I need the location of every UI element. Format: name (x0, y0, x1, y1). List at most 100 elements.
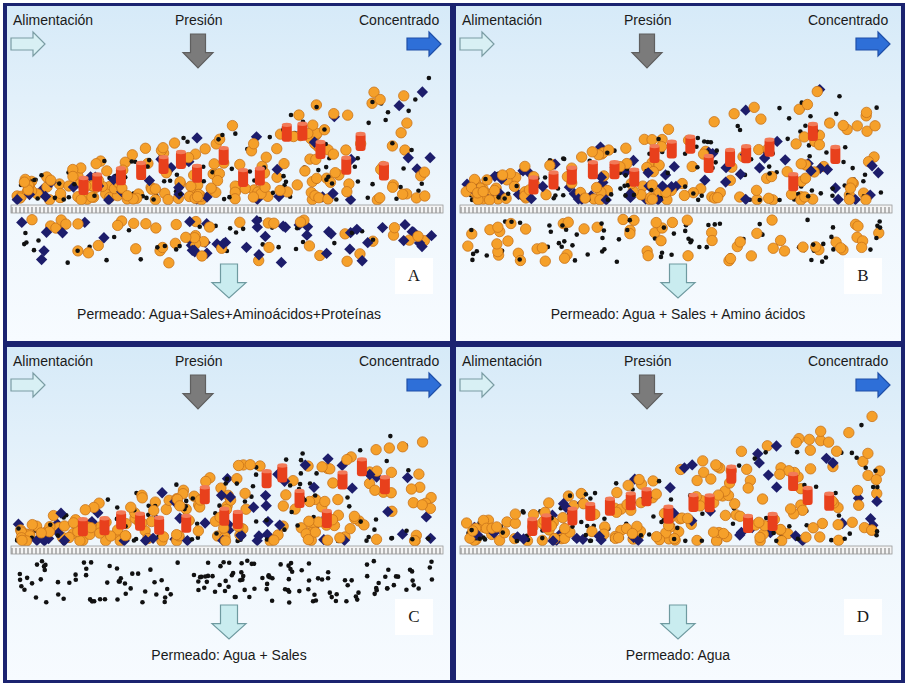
salt (376, 581, 381, 586)
salt (385, 586, 390, 591)
amino-acid (497, 170, 507, 180)
salt (584, 533, 589, 538)
salt (312, 592, 317, 597)
salt (820, 259, 825, 264)
salt (356, 179, 361, 184)
panel-letter: D (844, 599, 882, 635)
salt (806, 194, 811, 199)
concentrate-arrow (407, 32, 441, 56)
salt (868, 247, 873, 252)
large-molecule (92, 172, 102, 191)
salt (831, 225, 836, 230)
salt (540, 536, 545, 541)
amino-acid (314, 193, 324, 203)
amino-acid (83, 248, 93, 258)
salt (148, 567, 153, 572)
salt (515, 539, 520, 544)
salt (276, 245, 281, 250)
salt (264, 518, 269, 523)
protein (322, 453, 333, 464)
salt (177, 244, 182, 249)
amino-acid (799, 132, 809, 142)
amino-acid (729, 109, 739, 119)
amino-acid (171, 529, 181, 539)
salt (34, 595, 39, 600)
salt (307, 561, 312, 566)
amino-acid (625, 228, 635, 238)
salt (390, 141, 395, 146)
salt (174, 482, 179, 487)
salt (689, 238, 694, 243)
amino-acid (800, 192, 810, 202)
amino-acid (371, 534, 381, 544)
protein (68, 181, 79, 192)
salt (557, 241, 562, 246)
amino-acid (141, 219, 151, 229)
salt (61, 197, 66, 202)
salt (205, 580, 210, 585)
panel-ground (7, 347, 450, 680)
protein (669, 161, 680, 172)
large-molecule (116, 166, 126, 185)
salt (283, 587, 288, 592)
large-molecule (788, 172, 798, 191)
salt (18, 572, 23, 577)
salt (358, 448, 363, 453)
amino-acid (349, 511, 359, 521)
salt (221, 560, 226, 565)
protein (327, 188, 338, 199)
amino-acid (169, 138, 179, 148)
amino-acid (867, 411, 877, 421)
amino-acid (158, 143, 168, 153)
salt (829, 538, 834, 543)
salt (413, 97, 418, 102)
amino-acid (206, 183, 216, 193)
amino-acid (779, 246, 789, 256)
permeate-arrow (212, 264, 246, 298)
amino-acid (558, 512, 568, 522)
salt (796, 537, 801, 542)
salt (117, 579, 122, 584)
salt (593, 491, 598, 496)
large-molecule (136, 161, 146, 180)
salt (39, 173, 44, 178)
salt (683, 184, 688, 189)
amino-acid (264, 242, 274, 252)
salt (873, 468, 878, 473)
amino-acid (618, 214, 628, 224)
salt (365, 574, 370, 579)
salt (206, 560, 211, 565)
salt (168, 592, 173, 597)
protein (699, 174, 710, 185)
salt (252, 586, 257, 591)
protein (547, 535, 558, 546)
protein (790, 530, 801, 541)
amino-acid (320, 496, 330, 506)
salt (618, 186, 623, 191)
salt (245, 558, 250, 563)
protein (735, 169, 746, 180)
large-molecule (379, 161, 389, 180)
salt (559, 244, 564, 249)
concentrate-arrow (856, 373, 890, 397)
permeate-label: Permeado: Agua + Sales (151, 647, 306, 664)
amino-acid (810, 242, 820, 252)
salt (270, 598, 275, 603)
salt (128, 586, 133, 591)
amino-acid (746, 251, 756, 261)
pressure-arrow (632, 375, 662, 409)
salt (483, 537, 488, 542)
protein (873, 167, 884, 178)
protein (261, 500, 272, 511)
salt (32, 248, 37, 253)
amino-acid (163, 194, 173, 204)
salt (588, 539, 593, 544)
amino-acid (240, 488, 250, 498)
amino-acid (870, 121, 880, 131)
salt (639, 533, 644, 538)
salt (36, 238, 41, 243)
salt (561, 193, 566, 198)
salt (184, 499, 189, 504)
salt (365, 195, 370, 200)
